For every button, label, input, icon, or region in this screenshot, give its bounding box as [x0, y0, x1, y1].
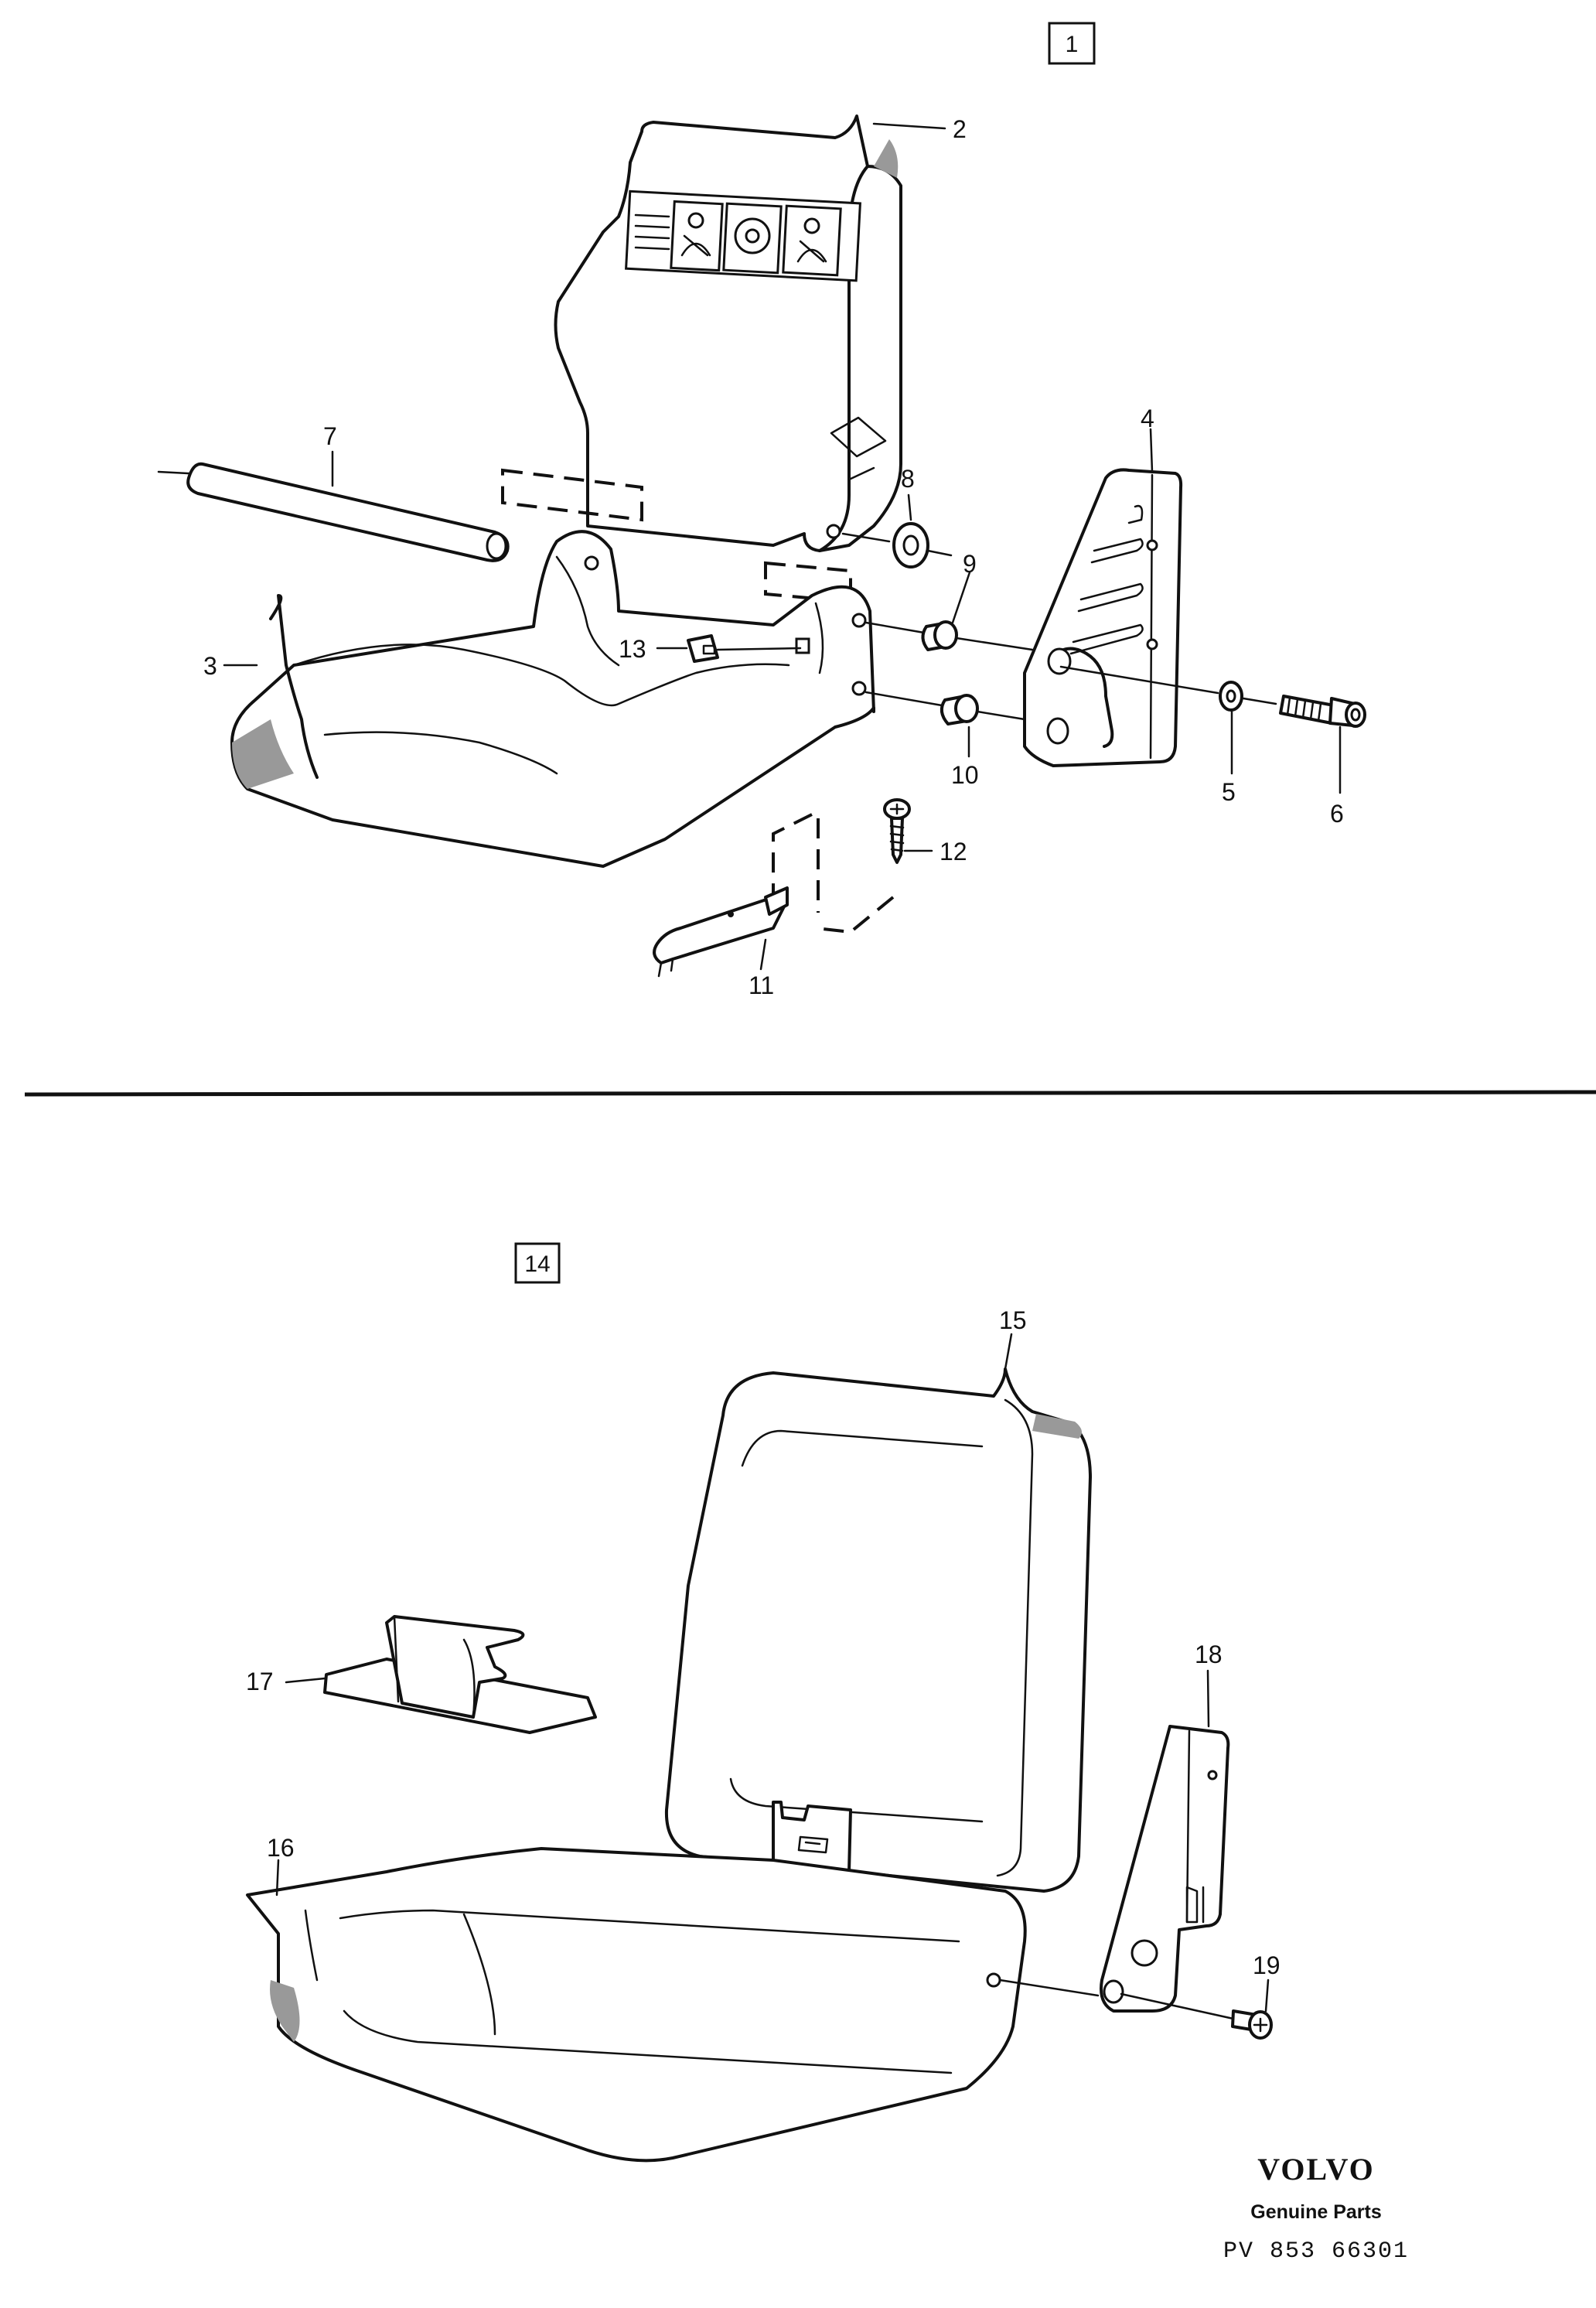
seat-rod[interactable] [157, 462, 510, 562]
part-label-12[interactable]: 12 [940, 838, 967, 866]
part-label-17[interactable]: 17 [246, 1668, 274, 1695]
seat-cushion[interactable] [230, 530, 875, 868]
brand-subtitle: Genuine Parts [1250, 2201, 1382, 2223]
washer-large[interactable] [841, 522, 953, 568]
mounting-bracket[interactable] [1100, 1725, 1235, 2020]
bolt[interactable] [1279, 695, 1366, 728]
part-label-10[interactable]: 10 [951, 761, 979, 789]
part-label-3[interactable]: 3 [203, 652, 217, 680]
part-label-8[interactable]: 8 [901, 465, 915, 493]
washer-small[interactable] [1219, 681, 1277, 712]
spacer[interactable] [864, 691, 1026, 726]
group-box-1[interactable]: 1 [1048, 22, 1096, 65]
support-block[interactable] [323, 1615, 597, 1734]
backrest-cushion[interactable] [664, 1367, 1092, 1893]
group-label-14: 14 [524, 1251, 550, 1277]
part-label-13[interactable]: 13 [619, 635, 646, 663]
part-label-5[interactable]: 5 [1222, 778, 1236, 806]
section-divider [24, 1090, 1596, 1097]
screw-small[interactable] [1231, 2009, 1273, 2040]
brand-logo: VOLVO [1257, 2152, 1374, 2187]
part-label-9[interactable]: 9 [963, 550, 977, 578]
part-label-4[interactable]: 4 [1141, 405, 1154, 432]
brand-block: VOLVO Genuine Parts PV 853 66301 [1223, 2152, 1409, 2265]
part-label-16[interactable]: 16 [267, 1834, 295, 1862]
group-box-14[interactable]: 14 [514, 1242, 561, 1284]
part-label-7[interactable]: 7 [323, 422, 337, 450]
group-label-1: 1 [1066, 32, 1079, 57]
part-label-18[interactable]: 18 [1195, 1641, 1223, 1668]
seat-cushion-lower[interactable] [246, 1847, 1100, 2163]
clip-part[interactable] [687, 634, 810, 663]
release-lever[interactable] [653, 813, 895, 978]
part-label-6[interactable]: 6 [1330, 800, 1344, 828]
backrest-shell[interactable] [554, 114, 902, 552]
part-label-19[interactable]: 19 [1253, 1951, 1281, 1979]
part-number: PV 853 66301 [1223, 2238, 1409, 2265]
seatbelt-warning-icon [634, 200, 842, 277]
part-label-11[interactable]: 11 [749, 971, 774, 999]
part-label-15[interactable]: 15 [999, 1306, 1027, 1334]
side-bracket[interactable] [1023, 468, 1219, 767]
bushing[interactable] [864, 620, 1034, 651]
screw[interactable] [883, 798, 911, 864]
part-label-2[interactable]: 2 [953, 115, 967, 143]
cutout-mark-left [501, 468, 643, 522]
